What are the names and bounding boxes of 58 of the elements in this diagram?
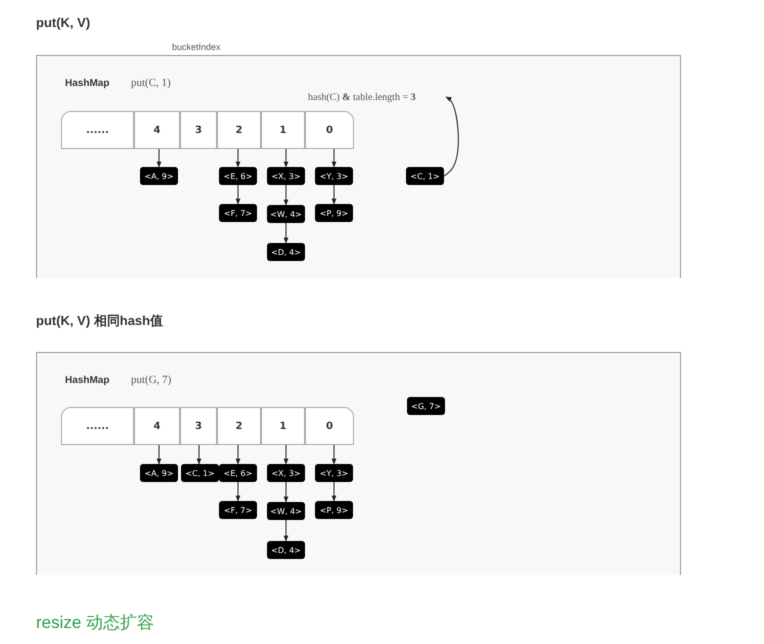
entry-box: <G, 7>: [407, 397, 445, 415]
arrow: [156, 444, 162, 465]
arrow: [332, 148, 336, 168]
entry-box: <D, 4>: [267, 243, 305, 261]
arrow: [284, 444, 288, 465]
entry-box: <Y, 3>: [315, 167, 353, 185]
entry-box: <X, 3>: [267, 464, 305, 482]
array-slot: 2: [217, 111, 261, 149]
map-label: HashMap: [65, 78, 110, 89]
arrow: [156, 148, 162, 168]
entry-box: <E, 6>: [219, 167, 257, 185]
array-slot: 4: [134, 407, 180, 445]
entry-box: <D, 4>: [267, 541, 305, 559]
arrow: [284, 148, 288, 168]
entry-box: <C, 1>: [181, 464, 219, 482]
annotation: bucketIndex: [172, 42, 221, 52]
section-heading: resize 动态扩容: [36, 612, 154, 634]
entry-box: <F, 7>: [219, 501, 257, 519]
array-slot: 3: [180, 111, 217, 149]
array-slot: 2: [217, 407, 261, 445]
entry-box: <W, 4>: [267, 502, 305, 520]
entry-box: <W, 4>: [267, 205, 305, 223]
arrow: [332, 444, 336, 465]
arrow: [196, 444, 202, 465]
entry-box: <E, 6>: [219, 464, 257, 482]
arrow: [444, 96, 459, 176]
entry-box: <Y, 3>: [315, 464, 353, 482]
formula-text: hash(C) & table.length = 3: [308, 92, 442, 106]
arrow: [284, 222, 288, 244]
map-label: HashMap: [65, 375, 110, 386]
arrow: [236, 482, 240, 502]
entry-box: <C, 1>: [406, 167, 444, 185]
section-heading: put(K, V): [36, 15, 90, 30]
section-heading: put(K, V) 相同hash值: [36, 312, 164, 330]
arrow: [236, 148, 240, 168]
operation-label: put(C, 1): [131, 77, 171, 89]
array-slot: 1: [261, 111, 305, 149]
arrow: [284, 520, 288, 542]
array-slot: ......: [61, 111, 134, 149]
array-slot: ......: [61, 407, 134, 445]
array-slot: 1: [261, 407, 305, 445]
arrow: [284, 482, 288, 503]
entry-box: <F, 7>: [219, 204, 257, 222]
array-slot: 0: [305, 111, 354, 149]
operation-label: put(G, 7): [131, 374, 172, 386]
array-slot: 0: [305, 407, 354, 445]
arrow: [284, 184, 288, 206]
array-slot: 4: [134, 111, 180, 149]
arrow: [236, 444, 240, 465]
arrow: [332, 482, 336, 502]
entry-box: <A, 9>: [140, 167, 178, 185]
arrow: [236, 184, 240, 205]
entry-box: <X, 3>: [267, 167, 305, 185]
array-slot: 3: [180, 407, 217, 445]
entry-box: <A, 9>: [140, 464, 178, 482]
entry-box: <P, 9>: [315, 501, 353, 519]
arrow: [332, 184, 336, 205]
entry-box: <P, 9>: [315, 204, 353, 222]
